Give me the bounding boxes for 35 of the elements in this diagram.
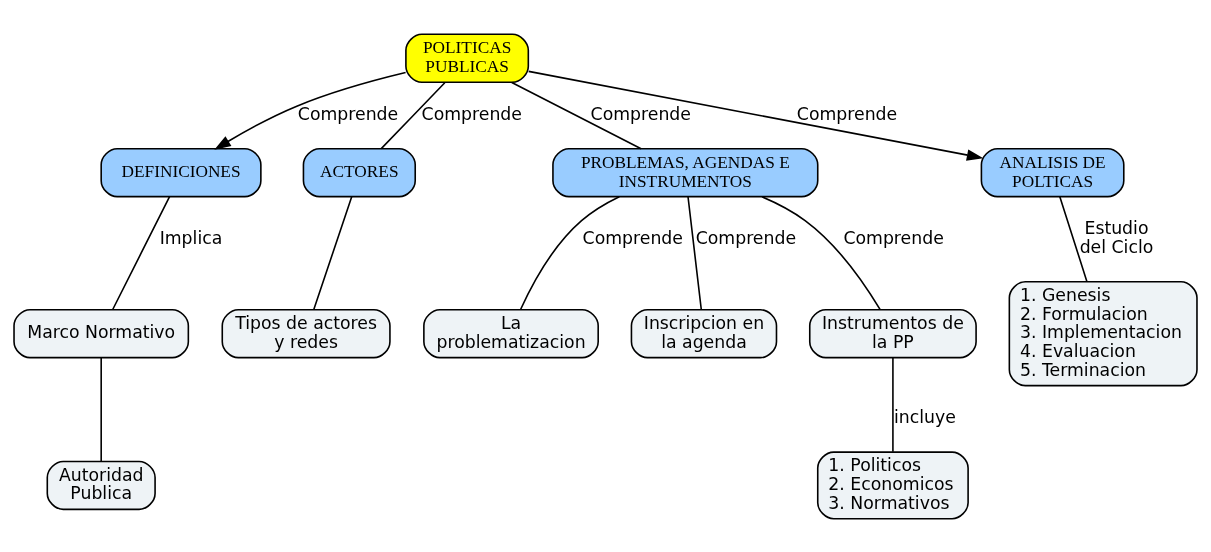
node-box: DEFINICIONES [100, 147, 262, 197]
connector [511, 81, 642, 149]
connector [519, 195, 621, 310]
node-box: ACTORES [302, 147, 417, 197]
edge-label: Comprende [582, 227, 683, 248]
connector [761, 195, 881, 310]
connector [892, 356, 894, 453]
node-box: La problematizacion [423, 308, 599, 358]
connector [312, 195, 353, 311]
connector [687, 195, 703, 311]
arrow [214, 71, 407, 150]
edge-label: Estudio del Ciclo [1079, 217, 1154, 257]
edge-label: Implica [159, 227, 223, 248]
node-box: Tipos de actores y redes [221, 308, 391, 358]
node-box: ANALISIS DE POLTICAS [980, 147, 1125, 197]
node-box: 1. Genesis 2. Formulacion 3. Implementacion 4. Evaluacion 5. Terminacion [1008, 280, 1198, 386]
node-box: Instrumentos de la PP [808, 308, 977, 358]
edge-label: Comprende [590, 103, 691, 124]
edge-label: incluye [893, 406, 956, 427]
edge-label: Comprende [843, 227, 944, 248]
node-box: 1. Politicos 2. Economicos 3. Normativos [816, 450, 969, 519]
node-box: PROBLEMAS, AGENDAS E INSTRUMENTOS [552, 147, 819, 197]
node-box: POLITICAS PUBLICAS [405, 33, 530, 83]
node-box: Marco Normativo [13, 308, 190, 358]
connector [380, 81, 446, 149]
arrow [527, 70, 984, 161]
connector [1059, 195, 1088, 282]
edge-label: Comprende [695, 227, 797, 248]
connector [100, 356, 102, 462]
node-box: Autoridad Publica [46, 460, 156, 510]
connector [111, 195, 171, 311]
node-box: Inscripcion en la agenda [630, 308, 778, 358]
edge-label: Comprende [796, 103, 898, 124]
edge-label: Comprende [421, 103, 522, 124]
edge-label: Comprende [297, 103, 399, 124]
